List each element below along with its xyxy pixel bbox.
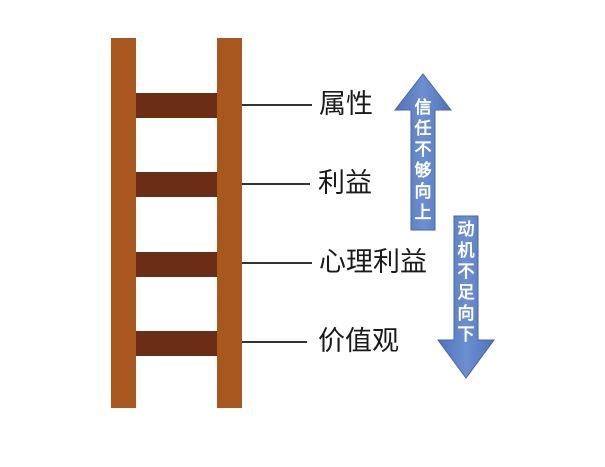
up-arrow-char-6: 上 <box>414 203 432 223</box>
ladder-rung-values <box>136 331 217 356</box>
leader-line-benefit <box>242 183 310 185</box>
level-label-psychological-benefit: 心理利益 <box>319 247 427 278</box>
down-arrow-char-6: 下 <box>457 325 475 345</box>
level-label-benefit: 利益 <box>318 168 372 199</box>
ladder-rung-benefit <box>136 172 217 197</box>
up-arrow-char-3: 不 <box>414 140 432 160</box>
up-arrow-char-2: 任 <box>414 119 432 139</box>
leader-line-psychological-benefit <box>242 262 312 264</box>
down-arrow-char-4: 足 <box>457 283 475 303</box>
ladder-rung-psychological-benefit <box>136 252 217 277</box>
ladder-right-rail <box>217 38 242 408</box>
up-arrow-char-4: 够 <box>414 161 432 181</box>
level-label-attribute: 属性 <box>319 89 373 120</box>
down-arrow-label: 动 机 不 足 向 下 <box>453 220 479 346</box>
down-arrow-char-1: 动 <box>457 220 475 240</box>
up-arrow-char-1: 信 <box>414 98 432 118</box>
up-arrow-shape <box>393 73 453 231</box>
down-arrow-char-3: 不 <box>457 262 475 282</box>
down-arrow-char-5: 向 <box>457 304 475 324</box>
ladder-rung-attribute <box>136 93 217 118</box>
ladder-left-rail <box>111 38 136 408</box>
leader-line-attribute <box>242 104 312 106</box>
down-arrow-shape <box>437 215 495 379</box>
leader-line-values <box>242 341 307 343</box>
up-arrow-label: 信 任 不 够 向 上 <box>410 98 436 224</box>
level-label-values: 价值观 <box>318 326 399 357</box>
down-arrow-icon <box>437 215 495 379</box>
up-arrow-icon <box>393 73 453 231</box>
down-arrow-char-2: 机 <box>457 241 475 261</box>
up-arrow-char-5: 向 <box>414 182 432 202</box>
